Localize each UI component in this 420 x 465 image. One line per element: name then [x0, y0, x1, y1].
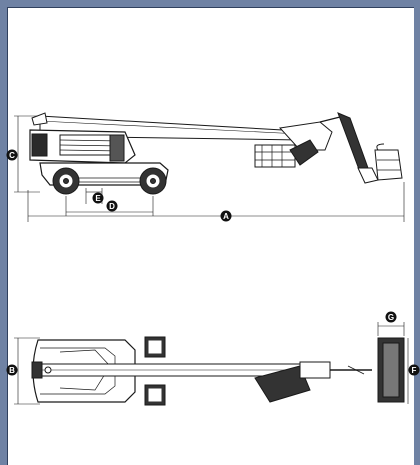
svg-text:D: D — [109, 202, 115, 211]
side-dimension-lines — [14, 115, 405, 222]
top-boom-tip — [254, 361, 372, 403]
dimension-label-e: E — [92, 192, 104, 204]
side-turntable — [29, 129, 136, 164]
svg-text:B: B — [9, 366, 15, 375]
side-view — [14, 112, 405, 222]
svg-text:C: C — [9, 151, 15, 160]
dimension-label-b: B — [6, 364, 18, 376]
side-raised-platform — [374, 143, 403, 181]
dimension-label-a: A — [220, 210, 232, 222]
top-dimension-lines — [14, 322, 409, 405]
svg-text:A: A — [223, 212, 229, 221]
top-boom — [31, 361, 321, 379]
side-wheel-rear — [52, 167, 80, 195]
svg-text:G: G — [388, 313, 394, 322]
dimension-label-d: D — [106, 200, 118, 212]
dimension-label-f: F — [408, 364, 420, 376]
dimension-label-c: C — [6, 149, 18, 161]
top-wheels — [144, 336, 166, 406]
svg-text:F: F — [412, 366, 417, 375]
top-view — [14, 322, 409, 406]
side-stowed-platform — [254, 139, 319, 168]
top-platform — [377, 337, 405, 403]
svg-text:E: E — [95, 194, 101, 203]
dimension-label-g: G — [385, 311, 397, 323]
side-wheel-front — [139, 167, 167, 195]
